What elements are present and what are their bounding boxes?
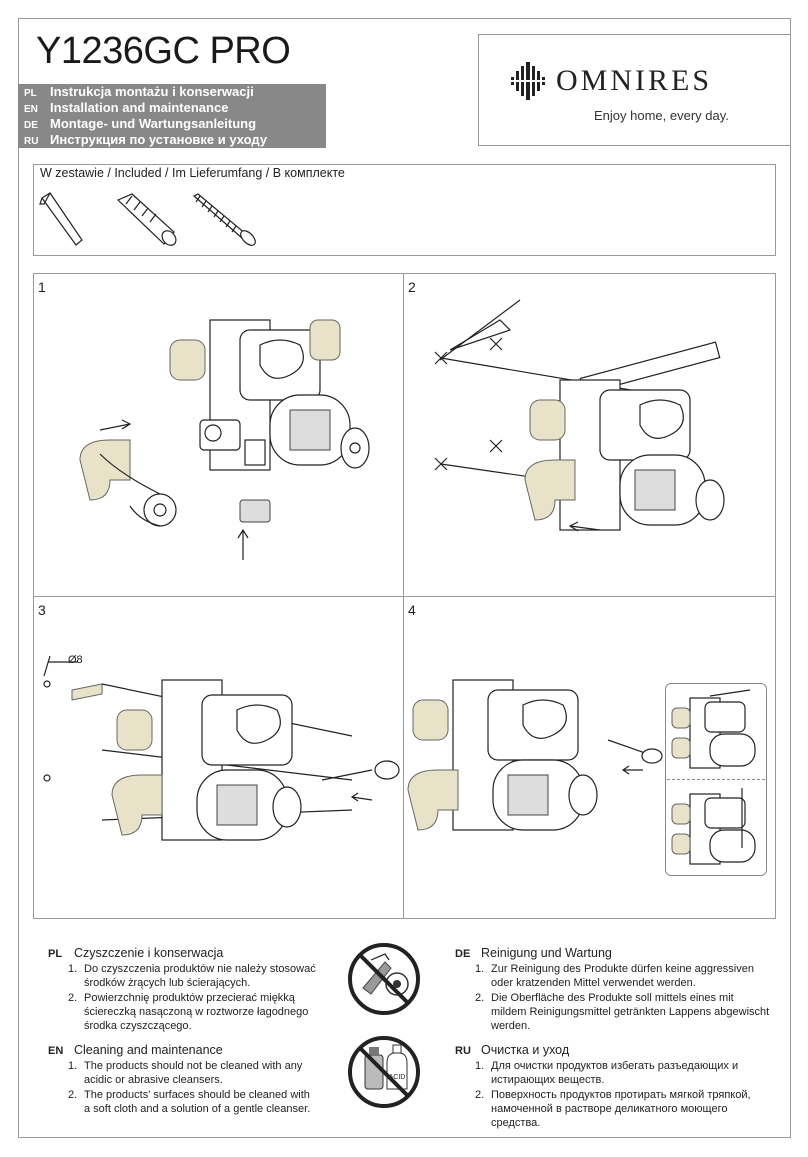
brand-tagline: Enjoy home, every day. — [594, 108, 729, 123]
step-3-illustration — [43, 655, 400, 841]
list-item: 2.Powierzchnię produktów przecierać mięk… — [68, 992, 309, 1032]
included-title: W zestawie / Included / Im Lieferumfang … — [40, 166, 345, 180]
list-item: 1.Zur Reinigung des Produkte dürfen kein… — [475, 963, 754, 989]
screw-icon — [192, 193, 256, 246]
brand-name: OMNIRES — [556, 64, 713, 97]
allen-key-icon — [39, 192, 83, 246]
step-2-number: 2 — [408, 279, 416, 295]
cleaning-ru-list: 1.Для очистки продуктов избегать разъеда… — [475, 1059, 775, 1131]
step-3-dimension-label: Ø8 — [68, 654, 83, 666]
no-abrasive-icon — [348, 943, 420, 1015]
list-item: 1.Do czyszczenia produktów nie należy st… — [68, 963, 316, 989]
step-4-number: 4 — [408, 602, 416, 618]
wall-plug-icon — [116, 193, 177, 246]
product-title: Y1236GC PRO — [36, 30, 291, 72]
page-frame — [18, 18, 791, 1138]
cleaning-en-list: 1.The products should not be cleaned wit… — [68, 1059, 318, 1117]
step-4-detail-top-illustration — [671, 689, 756, 769]
cleaning-de-list: 1.Zur Reinigung des Produkte dürfen kein… — [475, 962, 770, 1034]
list-item: 2.Die Oberfläche des Produkte soll mitte… — [475, 992, 770, 1032]
step-3-number: 3 — [38, 602, 46, 618]
brand-logo-icon — [509, 62, 547, 100]
step-4-detail-bottom-illustration — [671, 788, 756, 865]
step-2-illustration — [434, 299, 725, 532]
no-acid-icon: ACID — [348, 1036, 420, 1108]
list-item: 1.Для очистки продуктов избегать разъеда… — [475, 1060, 739, 1086]
step-4-detail-box — [665, 683, 767, 876]
acid-label: ACID — [389, 1074, 406, 1081]
grid-divider-horizontal — [33, 596, 776, 597]
step-1-illustration — [79, 319, 370, 560]
included-box — [33, 164, 776, 256]
list-item: 1.The products should not be cleaned wit… — [68, 1060, 303, 1086]
step-1-number: 1 — [38, 279, 46, 295]
step-4-detail-divider — [667, 779, 765, 780]
cleaning-pl-list: 1.Do czyszczenia produktów nie należy st… — [68, 962, 318, 1034]
list-item: 2.Поверхность продуктов протирать мягкой… — [475, 1089, 751, 1129]
list-item: 2.The products' surfaces should be clean… — [68, 1089, 311, 1115]
brand-box — [478, 34, 791, 146]
step-4-illustration — [407, 679, 663, 831]
